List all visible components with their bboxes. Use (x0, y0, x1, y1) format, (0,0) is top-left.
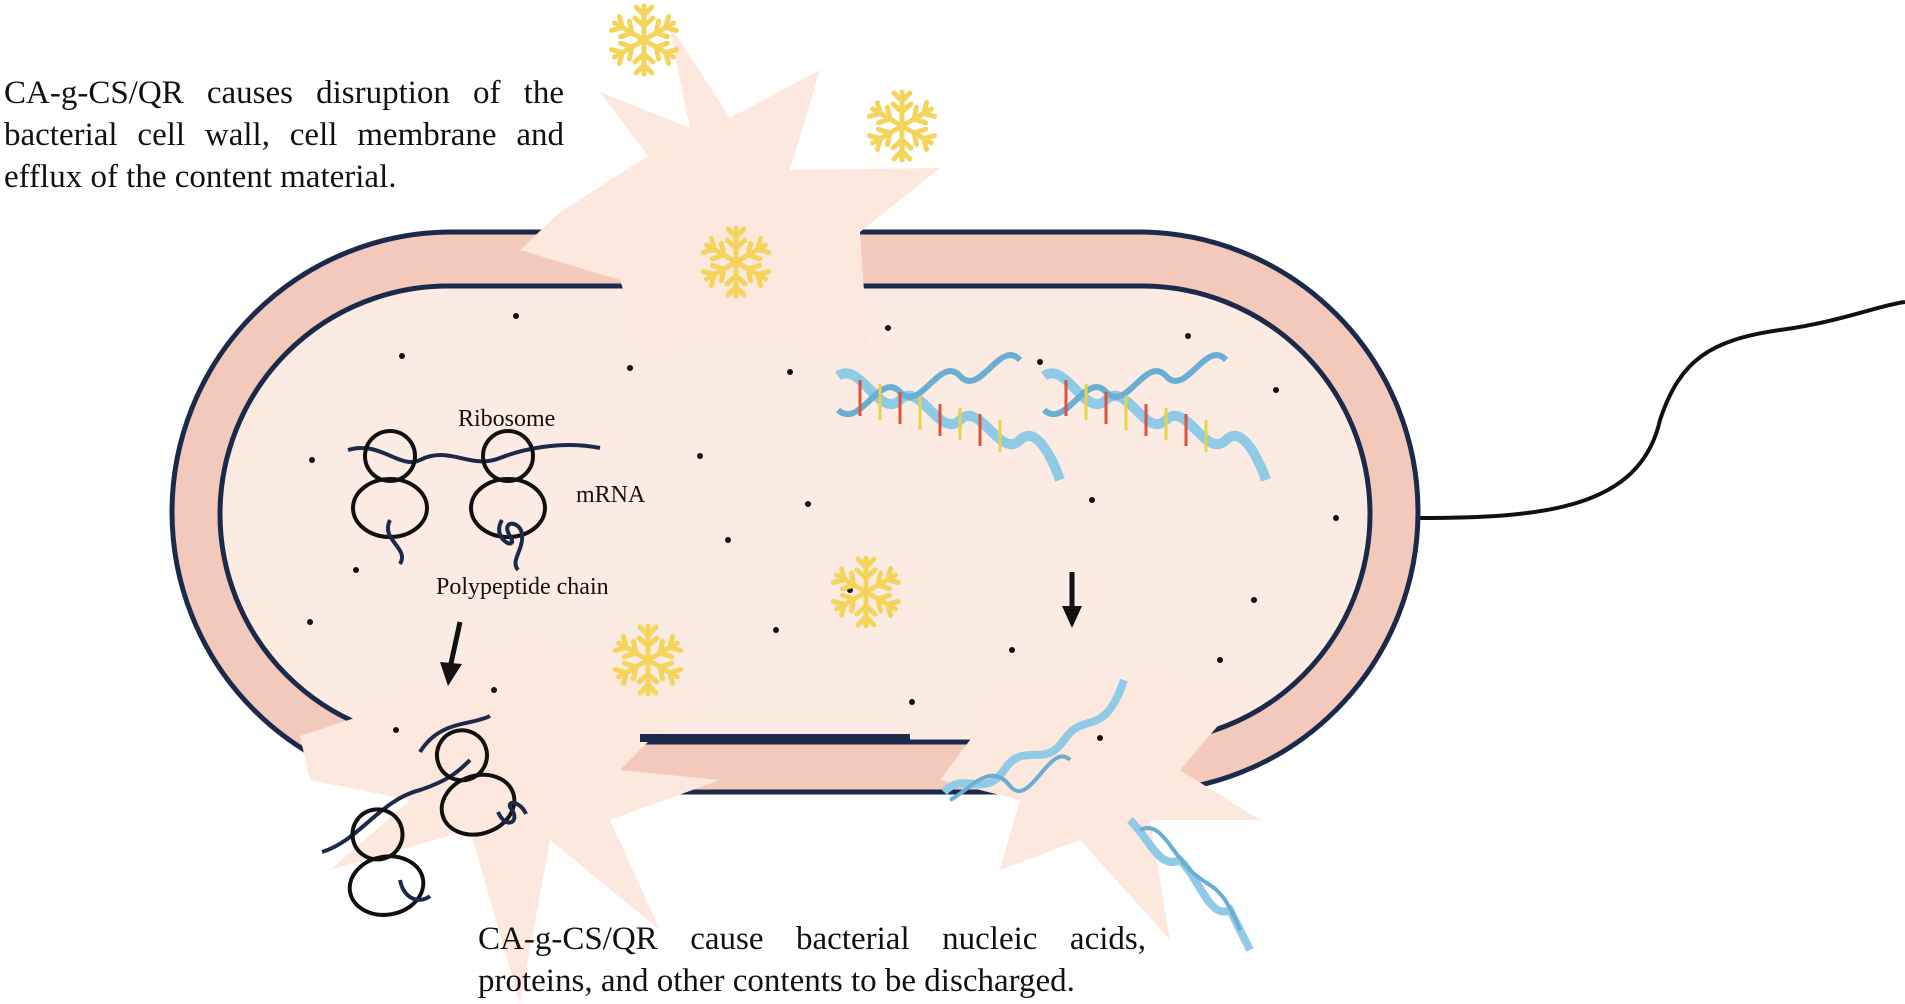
dna-fragment (941, 678, 1128, 802)
membrane-gap (640, 734, 910, 742)
polypeptide-chain (497, 518, 525, 572)
mrna-strand (321, 758, 472, 854)
polypeptide-chain (496, 801, 528, 825)
arrow-down-icon (1062, 572, 1082, 628)
mrna-label: mRNA (576, 482, 646, 508)
snowflake-icon (610, 6, 678, 74)
dna-helix (835, 352, 1065, 482)
caption-top: CA-g-CS/QR causes disruption of the bact… (4, 75, 564, 195)
polypeptide-label: Polypeptide chain (436, 574, 609, 600)
bottom-left-burst (300, 650, 720, 1004)
top-burst (520, 22, 940, 350)
snowflake-icon (868, 92, 936, 160)
ribosome-label: Ribosome (458, 406, 555, 432)
cytoplasm (217, 283, 1373, 745)
mrna-strand (418, 714, 491, 754)
dna-fragment (1127, 817, 1254, 952)
cytoplasm-dots (307, 313, 1339, 741)
bottom-right-burst (940, 680, 1260, 940)
dna-helix (1041, 352, 1271, 482)
flagellum (1417, 300, 1905, 520)
caption-bottom: CA-g-CS/QR cause bacterial nucleic acids… (478, 921, 1146, 999)
polypeptide-chain (386, 519, 404, 566)
arrow-down-icon (440, 621, 463, 686)
polypeptide-chain (398, 879, 432, 902)
mrna-strand (347, 443, 601, 464)
